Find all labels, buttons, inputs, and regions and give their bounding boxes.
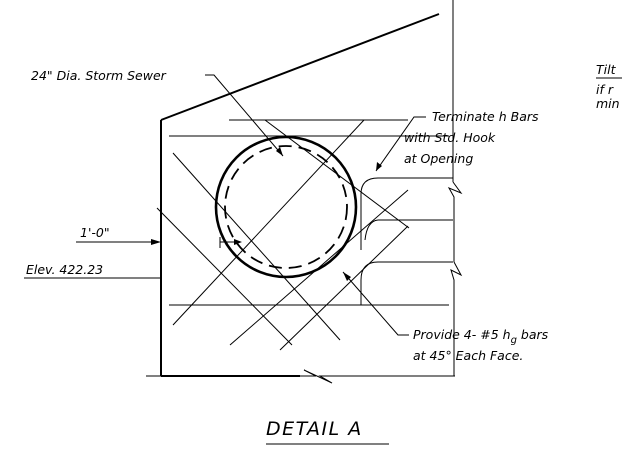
storm-sewer-leader: [205, 74, 284, 157]
pipe-outer-wall: [214, 135, 358, 279]
terminate-label-line1: Terminate h Bars: [432, 109, 539, 124]
structure-outline: [160, 13, 440, 377]
storm-sewer-pipe: [214, 135, 358, 279]
terminate-label-line2: with Std. Hook: [404, 130, 496, 145]
diagonal-bars: [156, 119, 410, 351]
tilt-note-line3: min: [596, 96, 620, 111]
provide-label-line2: at 45° Each Face.: [413, 348, 523, 363]
bottom-break-line: [300, 369, 455, 384]
provide-label-line1: Provide 4- #5 hg bars: [413, 327, 549, 346]
leaders: [205, 74, 426, 336]
provide-leader: [342, 271, 409, 336]
terminate-label-line3: at Opening: [404, 151, 473, 166]
tilt-note-line1: Tilt: [596, 62, 617, 77]
detail-title: DETAIL A: [266, 418, 363, 440]
terminate-leader: [375, 116, 426, 172]
dimension-label: 1'-0": [80, 225, 110, 240]
elevation-label: Elev. 422.23: [26, 262, 103, 277]
sloped-top-line: [160, 13, 440, 121]
storm-sewer-label: 24" Dia. Storm Sewer: [31, 68, 167, 83]
right-wall: [447, 0, 463, 376]
pipe-inner-wall: [224, 145, 348, 269]
dimension-marker: [24, 237, 242, 279]
tilt-note-line2: if r: [596, 82, 614, 97]
